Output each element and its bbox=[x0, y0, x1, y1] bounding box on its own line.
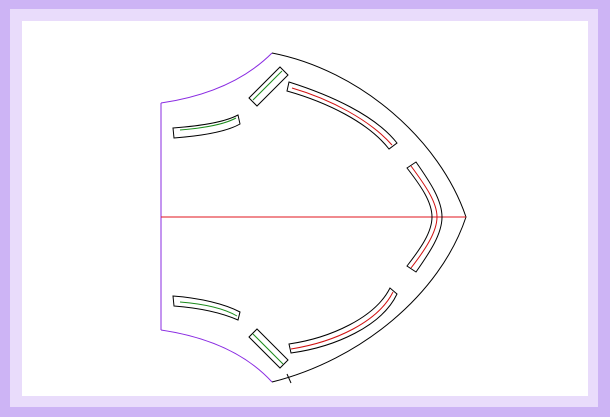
slot-lower-long bbox=[288, 287, 398, 354]
bottom-left-curve bbox=[160, 329, 273, 383]
drawing-canvas bbox=[22, 21, 588, 396]
slot-upper-left bbox=[172, 114, 241, 139]
slot-upper-diagonal bbox=[248, 66, 289, 107]
bottom-tick bbox=[286, 373, 292, 384]
slot-upper-long bbox=[286, 81, 398, 150]
top-left-curve bbox=[160, 52, 273, 104]
slot-right bbox=[406, 161, 443, 273]
slot-lower-diagonal bbox=[248, 328, 289, 369]
slot-lower-left bbox=[172, 295, 241, 321]
